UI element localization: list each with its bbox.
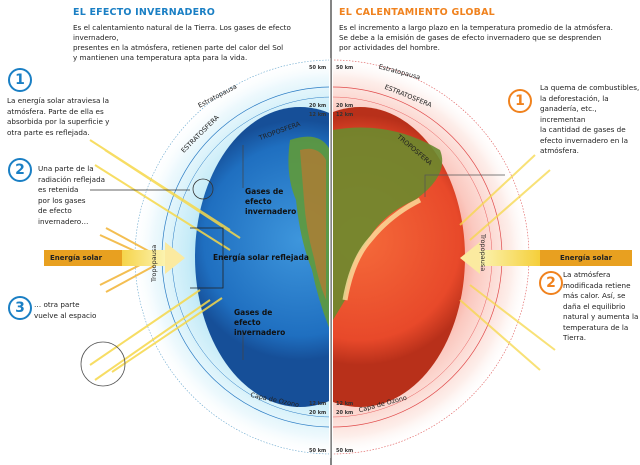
right-panel-title: EL CALENTAMIENTO GLOBAL (339, 7, 495, 18)
step-1-badge: 1 (8, 68, 32, 92)
altitude-12-bottom-left: 12 km (309, 401, 327, 407)
left-panel-title: EL EFECTO INVERNADERO (73, 7, 216, 18)
step-2-text: Una parte de la radiación reflejada es r… (38, 164, 106, 226)
left-tropopausa-label: Tropopausa (150, 244, 158, 282)
step-3-badge: 3 (8, 296, 32, 320)
reflected-energy-label: Energía solar reflejada (213, 253, 309, 262)
gases-label-top: Gases de efecto invernadero (245, 187, 297, 216)
step-2-badge: 2 (8, 158, 32, 182)
right-step-1-badge: 1 (508, 89, 532, 113)
right-panel-intro: Es el incremento a largo plazo en la tem… (339, 23, 613, 52)
right-solar-energy-label: Energía solar (540, 250, 632, 266)
altitude-50-bottom-left: 50 km (309, 448, 327, 454)
altitude-12-top-right: 12 km (336, 112, 354, 118)
altitude-50-bottom-right: 50 km (336, 448, 354, 454)
step-3-text: … otra parte vuelve al espacio (34, 300, 97, 320)
right-step-1-text: La quema de combustibles, la deforestaci… (540, 83, 640, 155)
left-panel-intro: Es el calentamiento natural de la Tierra… (73, 23, 291, 62)
altitude-50-top-right: 50 km (336, 65, 354, 71)
right-tropopausa-label: Tropopausa (479, 234, 487, 272)
altitude-20-bottom-right: 20 km (336, 410, 354, 416)
altitude-50-top-left: 50 km (309, 65, 327, 71)
altitude-12-bottom-right: 12 km (336, 401, 354, 407)
gases-label-bottom: Gases de efecto invernadero (234, 308, 286, 337)
altitude-20-bottom-left: 20 km (309, 410, 327, 416)
altitude-12-top-left: 12 km (309, 112, 327, 118)
left-solar-energy-label: Energía solar (44, 250, 122, 266)
right-step-2-badge: 2 (539, 271, 563, 295)
altitude-20-top-right: 20 km (336, 103, 354, 109)
step-1-text: La energía solar atraviesa la atmósfera.… (7, 96, 110, 137)
altitude-20-top-left: 20 km (309, 103, 327, 109)
right-step-2-text: La atmósfera modificada retiene más calo… (563, 270, 639, 342)
